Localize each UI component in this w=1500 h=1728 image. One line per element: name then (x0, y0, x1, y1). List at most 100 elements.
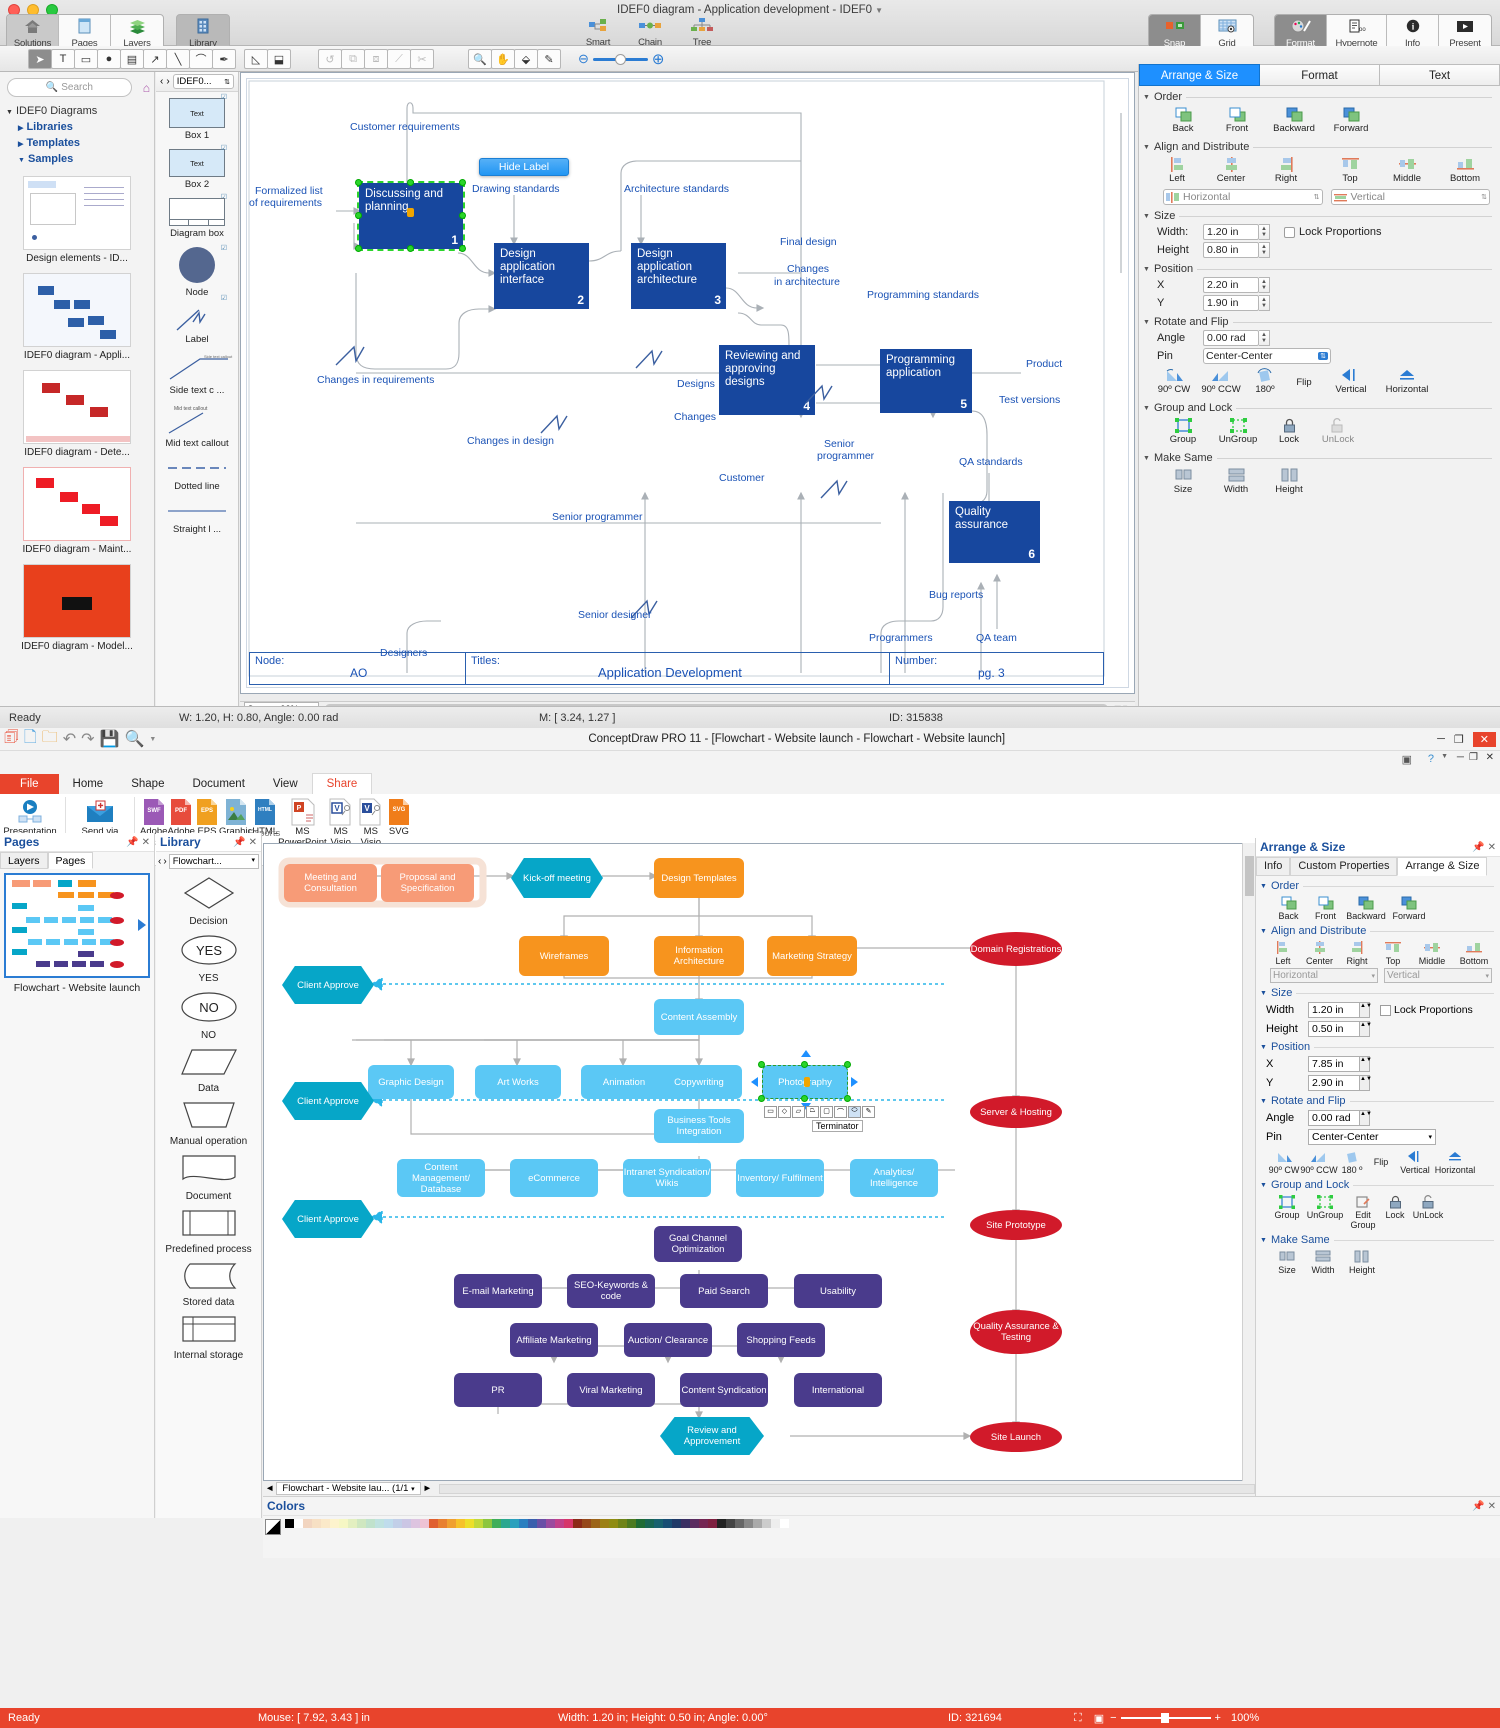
flowchart-node[interactable]: Affiliate Marketing (510, 1323, 598, 1357)
eyedropper-tool[interactable]: ✎ (537, 49, 561, 69)
prev-icon[interactable]: ‹ (160, 76, 164, 87)
flowchart-node[interactable]: Content Assembly (654, 999, 744, 1035)
flip-vertical-button[interactable]: Vertical (1396, 1148, 1434, 1175)
ribbon-tabs[interactable]: File Home Shape Document View Share (0, 771, 1500, 794)
section-group[interactable]: ▼Group and Lock (1260, 1179, 1500, 1191)
ribbon-display-options-icon[interactable]: ▣ (1401, 754, 1412, 766)
rect-shape-icon[interactable]: ▭ (764, 1106, 777, 1118)
group-tool[interactable]: ⧉ (341, 49, 365, 69)
x-stepper[interactable]: ▲▼ (1360, 1056, 1372, 1072)
ribbon-tab-document[interactable]: Document (192, 778, 245, 790)
toolbar-library[interactable]: Library (177, 15, 229, 49)
save-icon[interactable]: 💾 (99, 731, 120, 748)
ms-powerpoint-button[interactable]: P MS PowerPoint (278, 797, 327, 859)
order-back-button[interactable]: Back (1270, 894, 1307, 921)
library-item-dotted-line[interactable]: Dotted line (156, 451, 238, 494)
section-align[interactable]: ▼Align and Distribute (1260, 925, 1500, 937)
redo-icon[interactable]: ↷ (81, 731, 95, 748)
library-item-yes[interactable]: YES YES (156, 928, 261, 985)
lock-proportions-checkbox[interactable]: Lock Proportions (1380, 1004, 1473, 1016)
hide-label-tooltip[interactable]: Hide Label (479, 158, 569, 176)
sample-item[interactable]: IDEF0 diagram - Dete... (0, 370, 154, 458)
toolbar-pages[interactable]: Pages (59, 15, 111, 49)
help-icon[interactable]: ? (1427, 753, 1434, 765)
lock-button[interactable]: Lock (1267, 416, 1311, 445)
idef0-box-1[interactable]: Discussing and planning 1 (357, 181, 465, 251)
rotate-180-button[interactable]: 180 º (1338, 1148, 1366, 1175)
zoom-fit-icon[interactable]: ⛶ (1074, 1711, 1082, 1724)
qat-chevron-down-icon[interactable]: ▼ (149, 735, 157, 743)
library-item-stored-data[interactable]: Stored data (156, 1256, 261, 1309)
library-item-internal-storage[interactable]: Internal storage (156, 1309, 261, 1362)
rounded-shape-icon[interactable]: ▢ (820, 1106, 833, 1118)
solution-park-icon[interactable]: ⌂ (142, 80, 150, 95)
flowchart-node[interactable]: Intranet Syndication/ Wikis (623, 1159, 711, 1197)
section-rotate[interactable]: ▼Rotate and Flip (1260, 1095, 1500, 1107)
flowchart-node[interactable]: Inventory/ Fulfilment (736, 1159, 824, 1197)
section-order[interactable]: ▼Order (1143, 91, 1500, 103)
flowchart-node[interactable]: Kick-off meeting (511, 858, 603, 898)
page-thumbnail[interactable] (4, 873, 150, 978)
ungroup-button[interactable]: UnGroup (1211, 416, 1265, 445)
flowchart-node[interactable]: PR (454, 1373, 542, 1407)
order-forward-button[interactable]: Forward (1388, 894, 1430, 921)
connector-tool[interactable]: ⬓ (267, 49, 291, 69)
undo-icon[interactable]: ↶ (62, 731, 77, 748)
library-item-mid-callout[interactable]: Mid text callout Mid text callout (156, 398, 238, 451)
html-button[interactable]: HTML HTML (252, 797, 278, 859)
height-input[interactable]: 0.80 in (1203, 242, 1259, 258)
tab-layers[interactable]: Layers (0, 852, 48, 869)
idef0-canvas[interactable]: Discussing and planning 1 Design applica… (240, 72, 1135, 694)
page-tab[interactable]: Flowchart - Website lau... (1/1 ▾ (276, 1482, 421, 1495)
section-make-same[interactable]: ▼Make Same (1143, 452, 1500, 464)
resize-handle-n[interactable] (801, 1061, 808, 1068)
page-tab-bar[interactable]: ◄ Flowchart - Website lau... (1/1 ▾ ► (263, 1481, 1255, 1496)
flowchart-node[interactable]: Client Approve (282, 1082, 374, 1120)
prev-page-icon[interactable]: ◄ (265, 1483, 275, 1494)
ellipse-tool[interactable]: ● (97, 49, 121, 69)
flowchart-node[interactable]: SEO-Keywords & code (567, 1274, 655, 1308)
align-right-button[interactable]: Right (1261, 155, 1311, 184)
open-doc-icon[interactable]: 🗋 (23, 728, 37, 746)
zoom-slider[interactable] (592, 53, 648, 65)
save-doc-icon[interactable]: 🗀 (41, 728, 58, 746)
rotate-handle-left[interactable] (751, 1077, 758, 1087)
angle-stepper[interactable]: ▲▼ (1259, 330, 1270, 346)
flowchart-node[interactable]: Content Management/ Database (397, 1159, 485, 1197)
toolbar-tree[interactable]: Tree (676, 14, 728, 48)
library-item-label[interactable]: ☑ Label (156, 295, 238, 347)
flowchart-node[interactable]: Copywriting (656, 1065, 742, 1099)
flowchart-node[interactable]: Site Launch (970, 1422, 1062, 1452)
distribute-horizontal-select[interactable]: Horizontal⇅ (1163, 189, 1323, 205)
distribute-vertical-select[interactable]: Vertical⇅ (1330, 189, 1490, 205)
x-stepper[interactable]: ▲▼ (1259, 277, 1270, 293)
angle-stepper[interactable]: ▲▼ (1360, 1110, 1372, 1126)
lock-button[interactable]: Lock (1380, 1193, 1410, 1230)
order-back-button[interactable]: Back (1157, 105, 1209, 134)
next-page-icon[interactable]: ► (422, 1483, 432, 1494)
flowchart-node[interactable]: Viral Marketing (567, 1373, 655, 1407)
same-size-button[interactable]: Size (1270, 1248, 1304, 1275)
flowchart-node[interactable]: Business Tools Integration (654, 1109, 744, 1143)
tab-arrange-size[interactable]: Arrange & Size (1139, 64, 1260, 86)
ungroup-button[interactable]: UnGroup (1304, 1193, 1346, 1230)
flowchart-node[interactable]: Site Prototype (970, 1210, 1062, 1240)
ungroup-tool[interactable]: ⧈ (364, 49, 388, 69)
library-selector[interactable]: Flowchart...▾ (168, 854, 259, 869)
width-stepper[interactable]: ▲▼ (1259, 224, 1270, 240)
group-button[interactable]: Group (1270, 1193, 1304, 1230)
rotate-90ccw-button[interactable]: 90º CCW (1197, 366, 1245, 395)
flowchart-canvas[interactable]: Meeting and Consultation Proposal and Sp… (263, 843, 1255, 1481)
flowchart-node[interactable]: Meeting and Consultation (284, 864, 377, 902)
flip-horizontal-button[interactable]: Horizontal (1379, 366, 1435, 395)
x-input[interactable]: 7.85 in (1308, 1056, 1360, 1072)
rotate-handle-top[interactable] (801, 1050, 811, 1057)
flowchart-node[interactable]: Marketing Strategy (767, 936, 857, 976)
align-center-button[interactable]: Center (1203, 155, 1259, 184)
same-height-button[interactable]: Height (1263, 466, 1315, 495)
library-item-box2[interactable]: ☑ Text Box 2 (156, 143, 238, 192)
doc-close-button[interactable]: ✕ (1485, 752, 1494, 763)
shape-quick-toolbar[interactable]: ▭ ◇ ▱ ⏢ ▢ ⌒ ⬭ ✎ (764, 1106, 875, 1118)
height-stepper[interactable]: ▲▼ (1360, 1021, 1372, 1037)
resize-handle-n[interactable] (407, 179, 414, 186)
